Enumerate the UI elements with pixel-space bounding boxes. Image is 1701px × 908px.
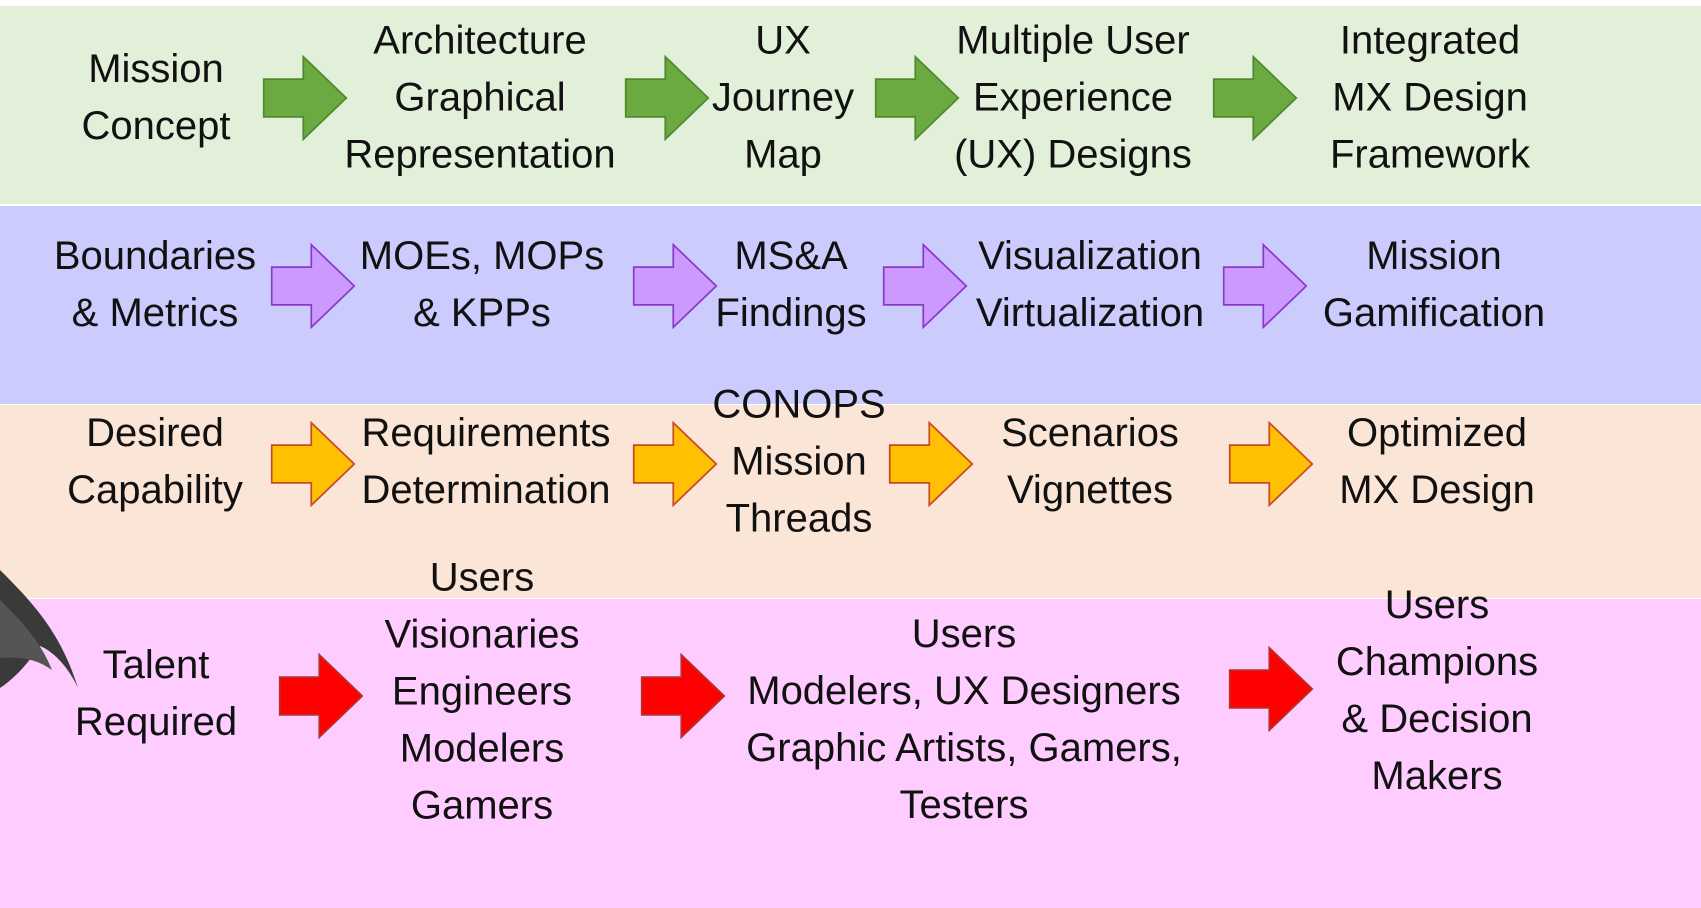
right-arrow-icon: [632, 421, 718, 507]
right-arrow-icon: [624, 55, 710, 141]
node-mission-gamification: Mission Gamification: [1322, 234, 1546, 335]
node-talent-required: Talent Required: [74, 643, 238, 744]
node-boundaries-metrics: Boundaries & Metrics: [53, 234, 257, 335]
node-requirements-determination: Requirements Determination: [361, 411, 611, 512]
row-band-capability: [0, 405, 1701, 598]
node-scenarios-vignettes: Scenarios Vignettes: [1001, 411, 1179, 512]
right-arrow-icon: [262, 55, 348, 141]
node-conops-mission-threads: CONOPS Mission Threads: [712, 382, 886, 541]
node-integrated-mx-design-framework: Integrated MX Design Framework: [1329, 18, 1531, 177]
right-arrow-icon: [278, 653, 364, 739]
right-arrow-icon: [640, 653, 726, 739]
row-band-talent: [0, 599, 1701, 908]
dark-claw-shape: [0, 570, 78, 688]
right-arrow-outline-icon: [632, 243, 718, 329]
right-arrow-icon: [1212, 55, 1298, 141]
right-arrow-icon: [874, 55, 960, 141]
node-architecture-graphical-representation: Architecture Graphical Representation: [344, 18, 616, 177]
right-arrow-icon: [1228, 646, 1314, 732]
right-arrow-icon: [888, 421, 974, 507]
right-arrow-icon: [270, 421, 356, 507]
node-visualization-virtualization: Visualization Virtualization: [975, 234, 1205, 335]
node-multiple-ux-designs: Multiple User Experience (UX) Designs: [954, 18, 1192, 177]
node-mission-concept: Mission Concept: [81, 47, 231, 148]
node-desired-capability: Desired Capability: [67, 411, 243, 512]
node-msa-findings: MS&A Findings: [715, 234, 867, 335]
node-users-modelers-designers: Users Modelers, UX Designers Graphic Art…: [746, 612, 1182, 827]
node-optimized-mx-design: Optimized MX Design: [1339, 411, 1535, 512]
node-users-visionaries: Users Visionaries Engineers Modelers Gam…: [384, 555, 580, 828]
node-users-champions: Users Champions & Decision Makers: [1335, 583, 1539, 798]
node-ux-journey-map: UX Journey Map: [711, 18, 855, 177]
right-arrow-icon: [1228, 421, 1314, 507]
right-arrow-outline-icon: [1222, 243, 1308, 329]
right-arrow-outline-icon: [882, 243, 968, 329]
right-arrow-outline-icon: [270, 243, 356, 329]
node-moes-mops-kpps: MOEs, MOPs & KPPs: [359, 234, 605, 335]
